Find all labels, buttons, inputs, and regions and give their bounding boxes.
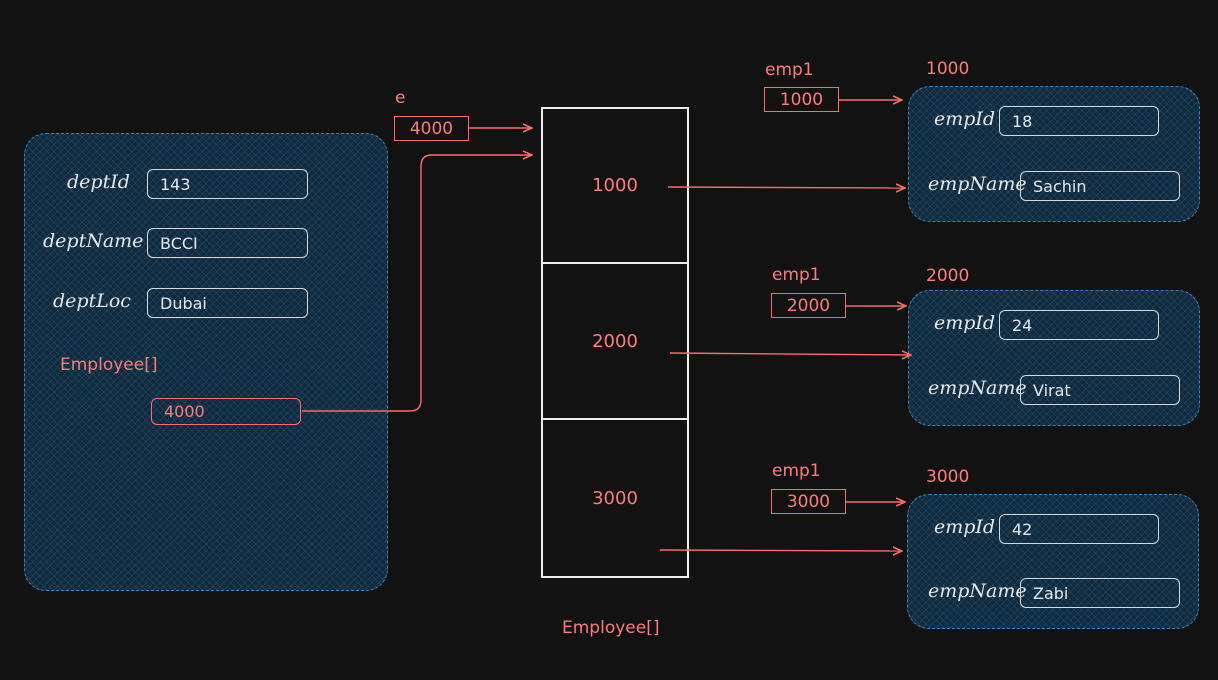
emp-name-field-2: Virat [1020,375,1180,405]
arrow-cell0-to-emp1 [667,187,905,188]
employee-object-1 [908,86,1200,222]
dept-array-label: Employee[] [60,355,158,375]
emp-name-label-3: empName [928,580,1027,602]
dept-id-label: deptId [67,171,130,193]
emp-id-label-3: empId [934,516,996,538]
array-label: Employee[] [562,618,660,638]
emp-ref-3: 3000 [771,489,846,514]
arrow-cell2-to-emp3 [659,550,902,551]
employee-object-2 [908,290,1200,426]
dept-id-field: 143 [147,169,308,199]
department-object [24,133,388,591]
arrow-cell1-to-emp2 [669,353,911,355]
array-cell-2: 3000 [541,418,689,578]
emp-id-field-3: 42 [999,514,1159,544]
array-cell-1-value: 2000 [592,330,638,352]
array-cell-0-value: 1000 [592,175,638,196]
emp-id-label-2: empId [934,312,996,334]
dept-name-label: deptName [43,230,144,252]
emp-ref-2: 2000 [771,293,846,318]
emp-address-1: 1000 [926,59,970,79]
emp-id-field-2: 24 [999,310,1159,340]
array-cell-2-value: 3000 [592,487,638,509]
emp-id-field-1: 18 [999,106,1159,136]
dept-loc-field: Dubai [147,288,308,318]
emp-var-3: emp1 [772,461,821,481]
dept-loc-label: deptLoc [53,290,131,312]
emp-name-label-1: empName [928,173,1027,195]
emp-name-field-1: Sachin [1020,171,1180,201]
emp-address-3: 3000 [926,467,970,487]
emp-var-1: emp1 [765,60,814,80]
arrow-dept-to-array [302,155,532,412]
emp-var-2: emp1 [772,265,821,285]
ref-e-box: 4000 [394,116,469,141]
emp-id-label-1: empId [934,108,996,130]
employee-object-3 [907,494,1199,629]
dept-array-ref: 4000 [151,398,301,425]
ref-e-label: e [395,88,406,108]
emp-name-field-3: Zabi [1020,578,1180,608]
emp-address-2: 2000 [926,266,970,286]
emp-name-label-2: empName [928,377,1027,399]
emp-ref-1: 1000 [764,87,839,112]
dept-name-field: BCCI [147,228,308,258]
